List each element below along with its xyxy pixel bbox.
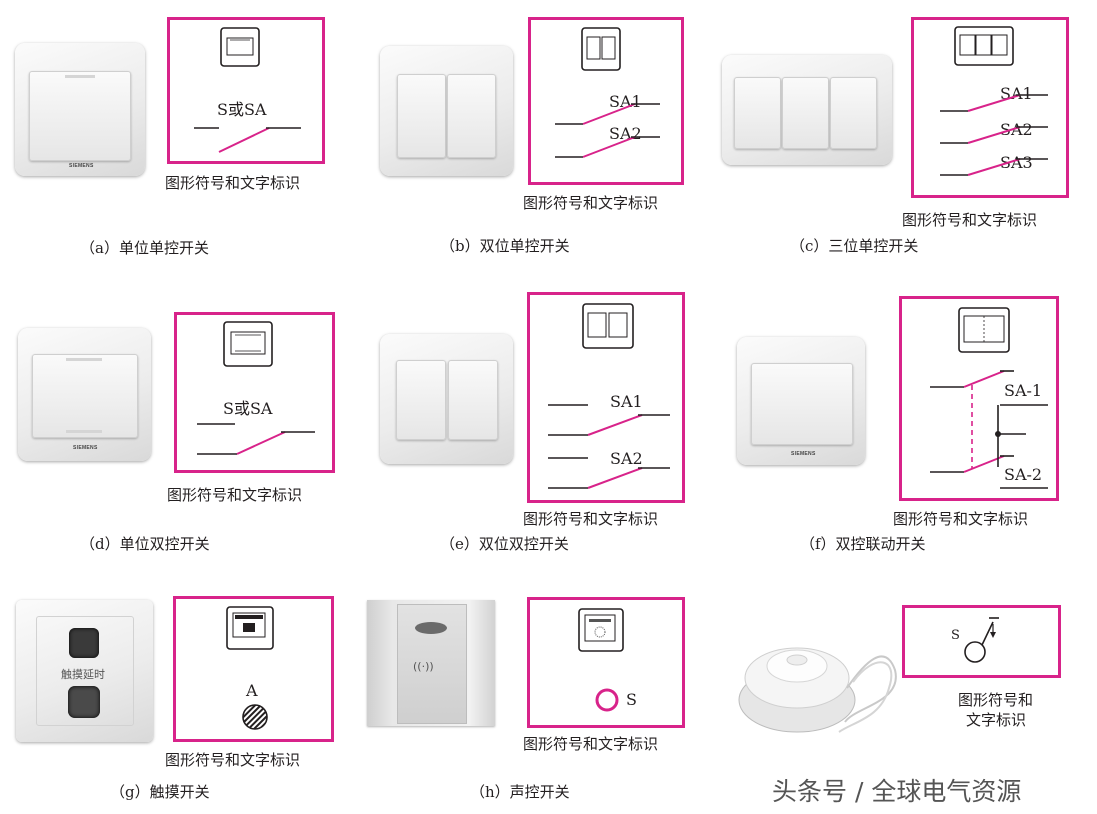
symbol-box-i: S bbox=[902, 605, 1061, 678]
sound-switch-symbol bbox=[595, 688, 619, 712]
photo-single-switch-d: SIEMENS bbox=[18, 328, 151, 461]
caption-d: 图形符号和文字标识 bbox=[167, 486, 303, 504]
linked-two-way-switch-symbol bbox=[930, 370, 1048, 489]
caption-i-line1: 图形符号和 bbox=[958, 691, 1034, 709]
label-e: （e）双位双控开关 bbox=[440, 535, 569, 553]
symbol-label-sa-2: SA-2 bbox=[1004, 465, 1043, 484]
symbol-label-a: A bbox=[246, 681, 258, 700]
symbol-label-s-or-sa: S或SA bbox=[223, 399, 273, 418]
label-c: （c）三位单控开关 bbox=[790, 237, 919, 255]
label-h: （h）声控开关 bbox=[470, 783, 570, 801]
two-way-switch-symbol bbox=[197, 423, 315, 455]
symbol-box-e: SA1 SA2 bbox=[527, 292, 685, 503]
caption-g: 图形符号和文字标识 bbox=[165, 751, 301, 769]
symbol-label-sa1: SA1 bbox=[609, 92, 642, 111]
switch-plate-icon bbox=[958, 307, 1010, 353]
pull-cord-switch-icon bbox=[738, 647, 897, 733]
switch-plate-icon bbox=[220, 27, 260, 67]
symbol-box-b: SA1 SA2 bbox=[528, 17, 684, 185]
symbol-label-sa3: SA3 bbox=[1000, 153, 1033, 172]
switch-plate-icon bbox=[578, 608, 624, 652]
label-b: （b）双位单控开关 bbox=[440, 237, 570, 255]
switch-plate-icon bbox=[223, 321, 273, 367]
label-d: （d）单位双控开关 bbox=[80, 535, 210, 553]
brand-text: SIEMENS bbox=[791, 451, 816, 457]
symbol-label-sa2: SA2 bbox=[610, 449, 643, 468]
symbol-label-sa-1: SA-1 bbox=[1004, 381, 1043, 400]
symbol-label-sa2: SA2 bbox=[1000, 120, 1033, 139]
brand-text: SIEMENS bbox=[73, 445, 98, 451]
photo-linked-switch-f: SIEMENS bbox=[737, 337, 865, 465]
watermark: 头条号 / 全球电气资源 bbox=[772, 777, 1022, 806]
caption-e: 图形符号和文字标识 bbox=[523, 510, 659, 528]
symbol-box-c: SA1 SA2 SA3 bbox=[911, 17, 1069, 198]
symbol-box-d: S或SA bbox=[174, 312, 335, 473]
symbol-label-s-or-sa: S或SA bbox=[217, 100, 267, 119]
photo-touch-switch-g: 触摸延时 bbox=[16, 600, 153, 742]
pull-switch-symbol bbox=[964, 617, 999, 663]
photo-single-switch-a: SIEMENS bbox=[15, 43, 145, 176]
plate-text-touch-delay: 触摸延时 bbox=[61, 668, 105, 681]
label-f: （f）双控联动开关 bbox=[800, 535, 926, 553]
photo-double-switch-b bbox=[380, 46, 513, 176]
switch-plate-icon bbox=[582, 303, 634, 349]
caption-f: 图形符号和文字标识 bbox=[893, 510, 1029, 528]
switch-plate-icon bbox=[226, 606, 274, 650]
symbol-box-h: S bbox=[527, 597, 685, 728]
photo-double-switch-e bbox=[380, 334, 513, 464]
two-gang-switch-symbol bbox=[555, 103, 660, 158]
caption-c: 图形符号和文字标识 bbox=[902, 211, 1038, 229]
brand-text: SIEMENS bbox=[69, 163, 94, 169]
photo-triple-switch-c bbox=[722, 55, 892, 165]
symbol-label-sa1: SA1 bbox=[610, 392, 643, 411]
plate-text-sound-wave: ((·)) bbox=[413, 660, 434, 673]
touch-switch-symbol bbox=[242, 704, 268, 730]
photo-sound-switch-h: ((·)) bbox=[367, 600, 495, 726]
symbol-box-a: S或SA bbox=[167, 17, 325, 164]
caption-a: 图形符号和文字标识 bbox=[165, 174, 301, 192]
three-gang-switch-symbol bbox=[940, 94, 1048, 176]
label-g: （g）触摸开关 bbox=[110, 783, 210, 801]
caption-i-line2: 文字标识 bbox=[966, 711, 1027, 729]
symbol-box-f: SA-1 SA-2 bbox=[899, 296, 1059, 501]
caption-h: 图形符号和文字标识 bbox=[523, 735, 659, 753]
two-gang-two-way-switch-symbol bbox=[548, 404, 670, 489]
label-a: （a）单位单控开关 bbox=[80, 239, 209, 257]
single-pole-switch-symbol bbox=[194, 127, 301, 153]
caption-b: 图形符号和文字标识 bbox=[523, 194, 659, 212]
symbol-box-g: A bbox=[173, 596, 334, 742]
symbol-label-s: S bbox=[951, 628, 960, 643]
switch-plate-icon bbox=[581, 27, 621, 71]
switch-plate-icon bbox=[954, 26, 1014, 66]
symbol-label-s: S bbox=[626, 690, 637, 709]
